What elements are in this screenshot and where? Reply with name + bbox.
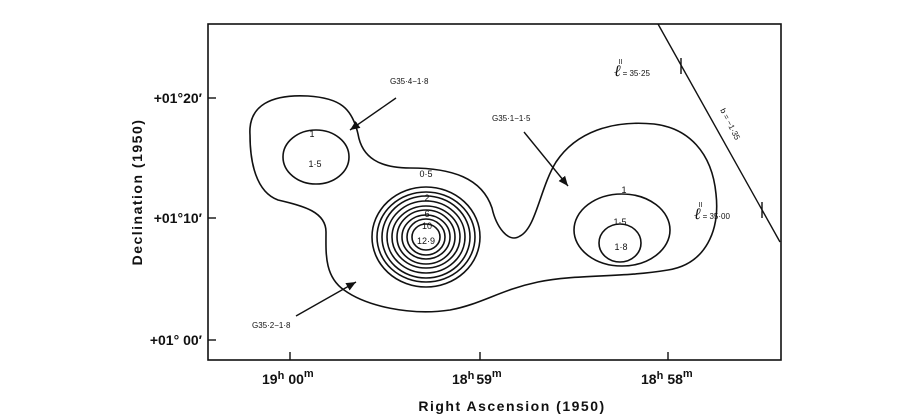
plot-frame (207, 23, 782, 361)
contour-label: 1·8 (614, 242, 627, 252)
central-contour-rings (371, 186, 481, 288)
contour-label: 10 (422, 221, 432, 231)
contour-ring (391, 205, 461, 269)
y-tick-label: +01° 00′ (150, 332, 203, 348)
galactic-latitude-line (657, 23, 781, 243)
y-tick-label: +01°10′ (154, 210, 203, 226)
contour-ring (381, 195, 471, 279)
galactic-longitude-label: ℓII= 35·00 (694, 202, 730, 223)
contour-outer-0.5 (249, 94, 718, 313)
source-pointer-arrow (295, 281, 357, 317)
contour-label: 1·5 (308, 159, 321, 169)
contour-right-1.5 (598, 223, 642, 263)
contour-right-1 (573, 193, 671, 267)
contour-label: 1 (621, 185, 626, 195)
contour-label: 1 (309, 129, 314, 139)
contour-ring (406, 218, 446, 256)
y-axis-title: Declination (1950) (129, 119, 145, 266)
y-tick-label: +01°20′ (154, 90, 203, 106)
source-label: G35·1−1·5 (492, 114, 531, 123)
contour-ring (411, 223, 441, 251)
contour-label: 12·9 (417, 236, 435, 246)
contour-label: 6 (424, 209, 429, 219)
contour-ring (376, 191, 476, 283)
contour-label: 2 (424, 193, 429, 203)
x-axis-title: Right Ascension (1950) (418, 398, 605, 414)
contour-label: 1·5 (613, 217, 626, 227)
contour-left-1 (282, 129, 350, 185)
contour-ring (401, 214, 451, 260)
source-pointer-arrow (523, 131, 569, 187)
contour-label: 0·5 (419, 169, 432, 179)
source-pointer-arrow (349, 97, 397, 131)
source-label: G35·4−1·8 (390, 77, 429, 86)
contour-ring (396, 209, 456, 265)
contour-ring (371, 186, 481, 288)
contour-ring (386, 200, 466, 274)
galactic-longitude-label: ℓII= 35·25 (614, 59, 650, 80)
source-label: G35·2−1·8 (252, 321, 291, 330)
